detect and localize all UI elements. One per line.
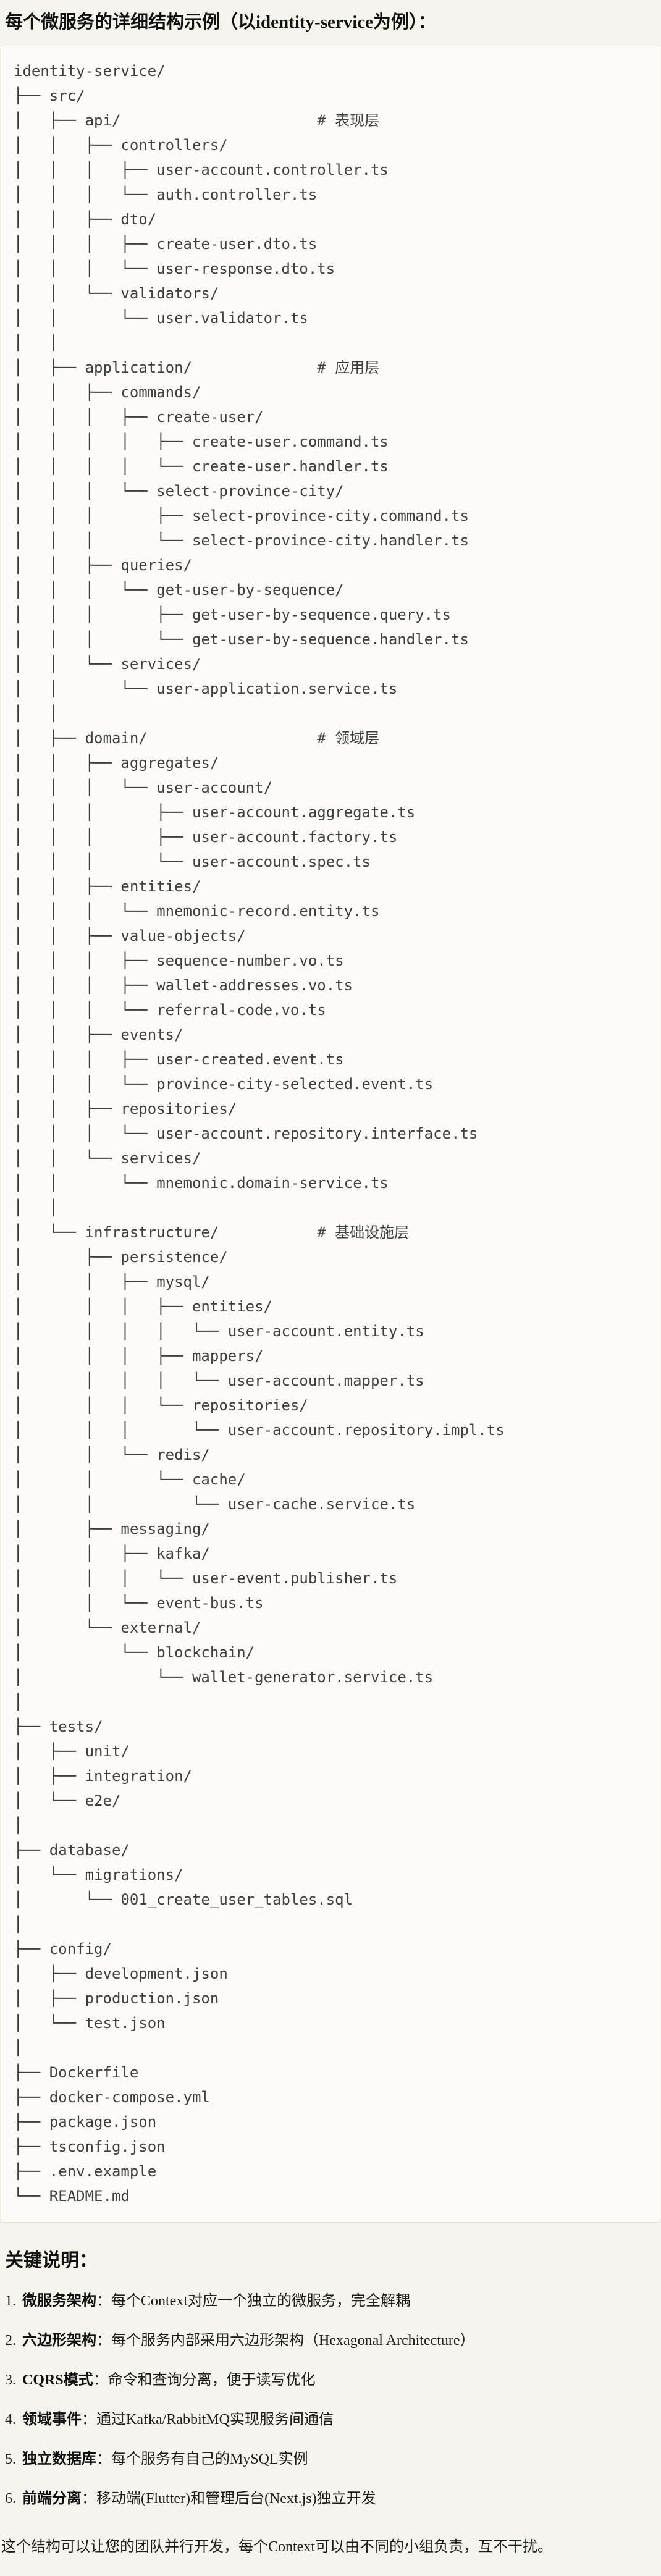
note-term: 前端分离 [22, 2491, 82, 2507]
note-term: 独立数据库 [22, 2451, 96, 2467]
note-number: 2. [5, 2333, 16, 2349]
note-desc: ：移动端(Flutter)和管理后台(Next.js)独立开发 [82, 2491, 376, 2507]
closing-paragraph: 这个结构可以让您的团队并行开发，每个Context可以由不同的小组负责，互不干扰… [1, 2539, 552, 2555]
note-term: 六边形架构 [22, 2333, 96, 2349]
page-title: 每个微服务的详细结构示例（以identity-service为例）： [5, 12, 436, 32]
note-number: 6. [5, 2491, 16, 2507]
note-item: 6. 前端分离：移动端(Flutter)和管理后台(Next.js)独立开发 [0, 2488, 661, 2509]
note-item: 5. 独立数据库：每个服务有自己的MySQL实例 [0, 2449, 661, 2470]
note-number: 4. [5, 2412, 16, 2428]
note-item: 1. 微服务架构：每个Context对应一个独立的微服务，完全解耦 [0, 2291, 661, 2312]
note-item: 3. CQRS模式：命令和查询分离，便于读写优化 [0, 2370, 661, 2391]
note-item: 4. 领域事件：通过Kafka/RabbitMQ实现服务间通信 [0, 2409, 661, 2430]
note-item: 2. 六边形架构：每个服务内部采用六边形架构（Hexagonal Architec… [0, 2330, 661, 2351]
note-desc: ：命令和查询分离，便于读写优化 [93, 2372, 316, 2388]
note-desc: ：通过Kafka/RabbitMQ实现服务间通信 [82, 2412, 334, 2428]
notes-heading: 关键说明： [5, 2250, 98, 2271]
note-desc: ：每个Context对应一个独立的微服务，完全解耦 [96, 2293, 410, 2309]
file-tree-code-block: identity-service/ ├── src/ │ ├── api/ # … [0, 46, 661, 2223]
note-term: 领域事件 [22, 2412, 82, 2428]
note-term: 微服务架构 [22, 2293, 96, 2309]
note-number: 1. [5, 2293, 16, 2309]
note-number: 3. [5, 2372, 16, 2388]
note-term: CQRS模式 [22, 2372, 93, 2388]
note-number: 5. [5, 2451, 16, 2467]
note-desc: ：每个服务内部采用六边形架构（Hexagonal Architecture） [96, 2333, 475, 2349]
key-notes-section: 关键说明： 1. 微服务架构：每个Context对应一个独立的微服务，完全解耦 2… [0, 2245, 661, 2576]
note-desc: ：每个服务有自己的MySQL实例 [96, 2451, 308, 2467]
